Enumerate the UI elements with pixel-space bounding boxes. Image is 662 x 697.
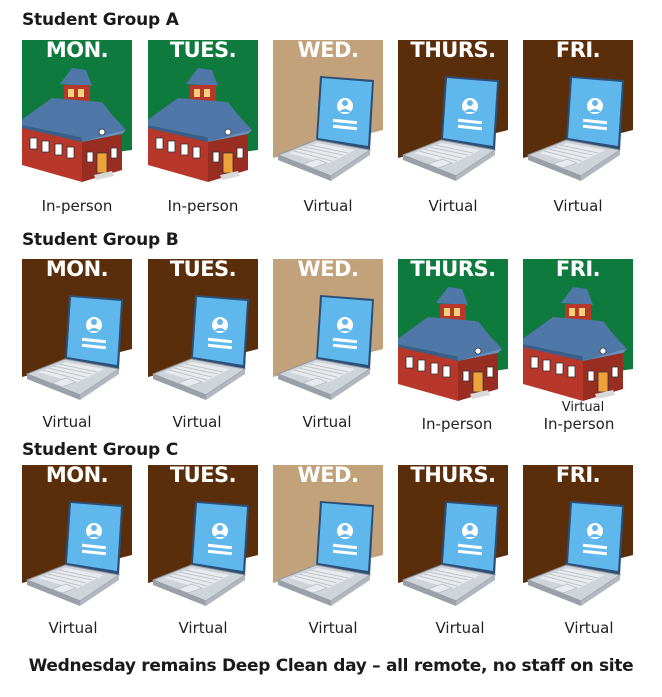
caption-b-mon: Virtual [42, 413, 92, 431]
day-label: THURS. [410, 40, 496, 62]
day-label: THURS. [410, 465, 496, 487]
caption-b-wed: Virtual [302, 413, 352, 431]
laptop-icon [22, 259, 132, 408]
day-label: WED. [297, 259, 359, 281]
laptop-icon [148, 465, 258, 614]
caption-c-thu: Virtual [435, 619, 485, 637]
caption-a-thu: Virtual [428, 197, 478, 215]
tile-b-wed: WED. [273, 259, 383, 408]
tile-c-wed: WED. [273, 465, 383, 614]
tile-b-thu: THURS. [398, 259, 508, 408]
day-label: MON. [45, 40, 109, 62]
caption-b-tue: Virtual [172, 413, 222, 431]
laptop-icon [273, 465, 383, 614]
group-c-title: Student Group C [22, 440, 179, 460]
tile-c-fri: FRI. [523, 465, 633, 614]
day-label: WED. [297, 40, 359, 62]
caption-b-fri: In-person [543, 415, 615, 433]
schoolhouse-icon [22, 40, 132, 189]
schoolhouse-icon [398, 259, 508, 408]
day-label: THURS. [410, 259, 496, 281]
tile-a-wed: WED. [273, 40, 383, 189]
laptop-icon [22, 465, 132, 614]
group-a-title: Student Group A [22, 10, 179, 30]
day-label: TUES. [169, 259, 237, 281]
day-label: MON. [45, 465, 109, 487]
caption-b-thu: In-person [421, 415, 493, 433]
tile-b-mon: MON. [22, 259, 132, 408]
caption-c-wed: Virtual [308, 619, 358, 637]
laptop-icon [273, 40, 383, 189]
day-label: FRI. [555, 465, 601, 487]
day-label: MON. [45, 259, 109, 281]
laptop-icon [523, 40, 633, 189]
tile-a-fri: FRI. [523, 40, 633, 189]
group-b-title: Student Group B [22, 230, 179, 250]
caption-c-fri: Virtual [564, 619, 614, 637]
laptop-icon [398, 465, 508, 614]
tile-b-tue: TUES. [148, 259, 258, 408]
footer-note: Wednesday remains Deep Clean day – all r… [28, 656, 634, 676]
day-label: FRI. [555, 40, 601, 62]
day-label: TUES. [169, 465, 237, 487]
tile-c-tue: TUES. [148, 465, 258, 614]
caption-a-mon: In-person [41, 197, 113, 215]
tile-a-mon: MON. [22, 40, 132, 189]
laptop-icon [398, 40, 508, 189]
caption-c-mon: Virtual [48, 619, 98, 637]
day-label: TUES. [169, 40, 237, 62]
day-label: FRI. [555, 259, 601, 281]
day-label: WED. [297, 465, 359, 487]
laptop-icon [523, 465, 633, 614]
laptop-icon [273, 259, 383, 408]
tile-a-thu: THURS. [398, 40, 508, 189]
caption-b-fri-overlap: Virtual [561, 400, 605, 415]
caption-a-tue: In-person [167, 197, 239, 215]
schoolhouse-icon [523, 259, 633, 408]
caption-c-tue: Virtual [178, 619, 228, 637]
tile-c-mon: MON. [22, 465, 132, 614]
caption-a-wed: Virtual [303, 197, 353, 215]
tile-b-fri: FRI. [523, 259, 633, 408]
schoolhouse-icon [148, 40, 258, 189]
tile-a-tue: TUES. [148, 40, 258, 189]
caption-a-fri: Virtual [553, 197, 603, 215]
tile-c-thu: THURS. [398, 465, 508, 614]
laptop-icon [148, 259, 258, 408]
